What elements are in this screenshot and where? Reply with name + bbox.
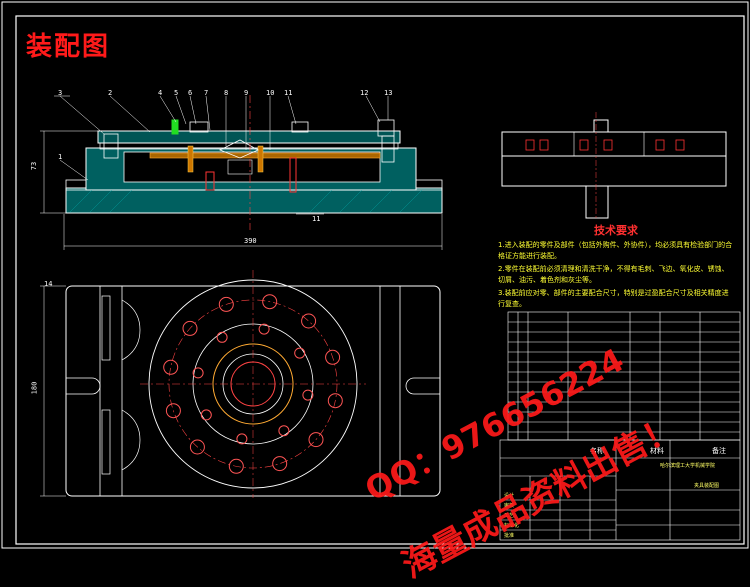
tech-req-3: 3.装配前应对零、部件的主要配合尺寸，特别是过盈配合尺寸及相关精度进行复查。 (498, 289, 729, 308)
callout-13: 13 (384, 89, 393, 97)
tb-row-check: 审核 (504, 503, 515, 509)
plan-left-rail (99, 285, 123, 497)
inner-frame (15, 15, 745, 545)
bolt-hole (262, 294, 278, 310)
top-plate-lower (99, 142, 399, 150)
plan-view (65, 270, 441, 498)
tb-drawing-name: 夹具装配图 (694, 483, 720, 489)
plan-slot-right (405, 377, 440, 395)
green-locator (171, 119, 179, 135)
tb-row-standard: 标准化 (504, 523, 520, 529)
side-stem (585, 185, 609, 219)
callout-8: 8 (224, 89, 229, 97)
bolt-hole (163, 359, 179, 375)
right-clamp (381, 135, 395, 163)
bolt-hole (301, 313, 317, 329)
dim-total-width: 390 (244, 237, 257, 245)
drawing-title: 装配图 (26, 32, 111, 62)
bolt-hole (228, 458, 244, 474)
bolt-hole (216, 331, 228, 343)
side-view (501, 112, 727, 220)
front-view (40, 95, 443, 250)
tb-row-design: 设计 (504, 493, 515, 499)
plan-inner-circle (212, 343, 294, 425)
dim-plan-height: 180 (30, 381, 39, 395)
clamp-bar (149, 152, 381, 159)
center-part (219, 139, 259, 159)
pin-right (257, 145, 264, 173)
bolt-red-2 (289, 157, 297, 193)
top-plate (97, 130, 401, 144)
tech-req-title: 技术要求 (594, 224, 638, 237)
bolt-hole (278, 425, 290, 437)
bolt-hole (294, 347, 306, 359)
callout-5: 5 (174, 89, 179, 97)
tb-header-remark: 备注 (712, 447, 726, 455)
cad-drawing (1, 1, 749, 549)
callout-6: 6 (188, 89, 193, 97)
bolt-hole (327, 393, 343, 409)
base-plate (65, 187, 443, 214)
tb-header-material: 材料 (650, 447, 664, 455)
dim-small-right: 11 (312, 215, 321, 223)
plan-slot-left (66, 377, 101, 395)
callout-4: 4 (158, 89, 163, 97)
tb-school: 哈尔滨理工大学机械学院 (660, 463, 716, 469)
title-block (499, 311, 741, 541)
tech-req-1: 1.进入装配的零件及部件（包括外购件、外协件），均必须具有检验部门的合格证方能进… (498, 241, 733, 260)
center-block (227, 159, 253, 175)
base-slot-left (65, 179, 87, 191)
callout-3: 3 (58, 89, 63, 97)
bolt-hole (236, 433, 248, 445)
stud-2 (291, 121, 309, 133)
callout-14: 14 (44, 280, 53, 288)
dim-height-left: 73 (30, 161, 39, 171)
tb-row-approve: 批准 (504, 533, 515, 539)
left-clamp (103, 133, 119, 159)
outer-frame (1, 1, 749, 549)
callout-12: 12 (360, 89, 369, 97)
tb-header-name: 名称 (590, 447, 604, 455)
bolt-hole (325, 349, 341, 365)
bolt-hole (258, 323, 270, 335)
stud-1 (189, 121, 209, 133)
plan-outer-circle (148, 279, 358, 489)
tb-row-process: 工艺 (504, 513, 515, 519)
bolt-hole (192, 367, 204, 379)
plan-right-rail (379, 285, 401, 497)
pin-left (187, 145, 194, 173)
bolt-red (205, 171, 215, 191)
bolt-hole (272, 456, 288, 472)
bolt-hole (302, 389, 314, 401)
bolt-hole (218, 296, 234, 312)
callout-10: 10 (266, 89, 275, 97)
side-top (501, 131, 727, 157)
callout-1: 1 (58, 153, 63, 161)
callout-7: 7 (204, 89, 209, 97)
bolt-hole (308, 432, 324, 448)
bolt-hole (165, 403, 181, 419)
callout-9: 9 (244, 89, 249, 97)
base-slot-right (415, 179, 443, 191)
callout-2: 2 (108, 89, 113, 97)
callout-11: 11 (284, 89, 293, 97)
side-body (501, 155, 727, 187)
bolt-hole (182, 320, 198, 336)
side-stud (593, 119, 609, 133)
bolt-hole (189, 439, 205, 455)
bolt-hole (200, 409, 212, 421)
tech-req-2: 2.零件在装配前必须清理和清洗干净，不得有毛刺、飞边、氧化皮、锈蚀、切屑、油污、… (498, 265, 729, 284)
